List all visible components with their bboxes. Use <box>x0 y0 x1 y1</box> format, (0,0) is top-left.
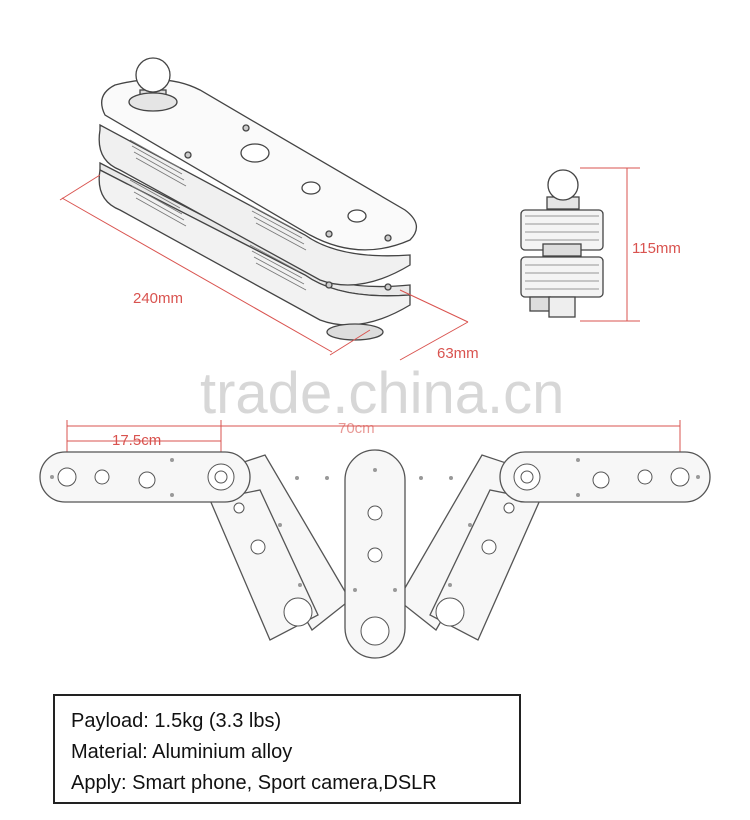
spacing-label: 17.5cm <box>112 432 161 449</box>
ball-head-icon <box>135 57 171 93</box>
mount-hole-icon <box>670 467 690 487</box>
side-knob-icon <box>529 296 551 312</box>
mount-hole-icon <box>214 470 228 484</box>
length-label: 240mm <box>133 290 183 307</box>
iso-grille <box>129 139 307 291</box>
knob-icon <box>592 471 610 489</box>
watermark-text: trade.china.cn <box>200 361 564 426</box>
iso-lower-body <box>98 169 411 326</box>
mount-hole-icon <box>435 597 465 627</box>
side-view-unit <box>520 169 604 318</box>
knob-icon <box>481 539 497 555</box>
knob-icon <box>94 469 110 485</box>
knob-icon <box>138 471 156 489</box>
span-label: 70cm <box>338 420 375 437</box>
side-joint <box>542 243 582 257</box>
iso-middle-body <box>98 123 411 286</box>
screw-mount-icon <box>301 181 321 195</box>
mount-hole-icon <box>57 467 77 487</box>
mount-hole-icon <box>360 616 390 646</box>
mount-hole-icon <box>520 470 534 484</box>
knob-icon <box>637 469 653 485</box>
side-dimension-lines <box>580 167 640 322</box>
spec-box: Payload: 1.5kg (3.3 lbs) Material: Alumi… <box>53 694 521 804</box>
iso-dimension-lines <box>59 174 469 361</box>
extended-details <box>57 463 690 646</box>
extended-screws <box>50 458 700 592</box>
product-drawing: 240mm 63mm 115mm trade.china.cn 17.5cm 7… <box>39 57 711 659</box>
side-foot <box>548 296 576 318</box>
knob-icon <box>367 547 383 563</box>
iso-unit <box>98 57 417 341</box>
spec-payload: Payload: 1.5kg (3.3 lbs) <box>71 710 282 732</box>
screw-mount-icon <box>347 209 367 223</box>
ball-head-base <box>128 92 178 112</box>
knob-icon <box>367 505 383 521</box>
knob-icon <box>250 539 266 555</box>
spec-apply: Apply: Smart phone, Sport camera,DSLR <box>71 772 437 794</box>
height-label: 115mm <box>632 240 681 257</box>
knob-icon <box>240 143 270 163</box>
iso-top-plate <box>101 78 417 251</box>
spec-material: Material: Aluminium alloy <box>71 741 293 763</box>
width-label: 63mm <box>437 345 479 362</box>
side-ball-head-icon <box>547 169 579 201</box>
side-bottom-section <box>520 256 604 298</box>
mount-hole-icon <box>283 597 313 627</box>
